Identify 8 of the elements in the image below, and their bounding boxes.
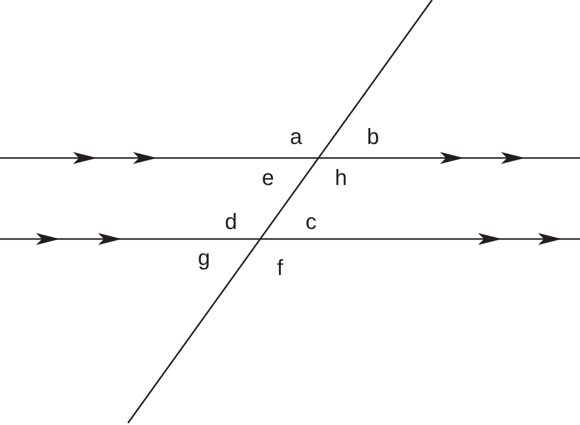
angle-label: a — [290, 126, 302, 148]
angle-label: b — [366, 126, 380, 148]
angle-label: c — [306, 211, 316, 233]
angle-label: d — [224, 211, 238, 233]
angle-label: h — [334, 167, 348, 189]
angle-label: g — [198, 247, 210, 269]
angle-label: e — [262, 167, 274, 189]
angle-label: f — [276, 257, 284, 279]
